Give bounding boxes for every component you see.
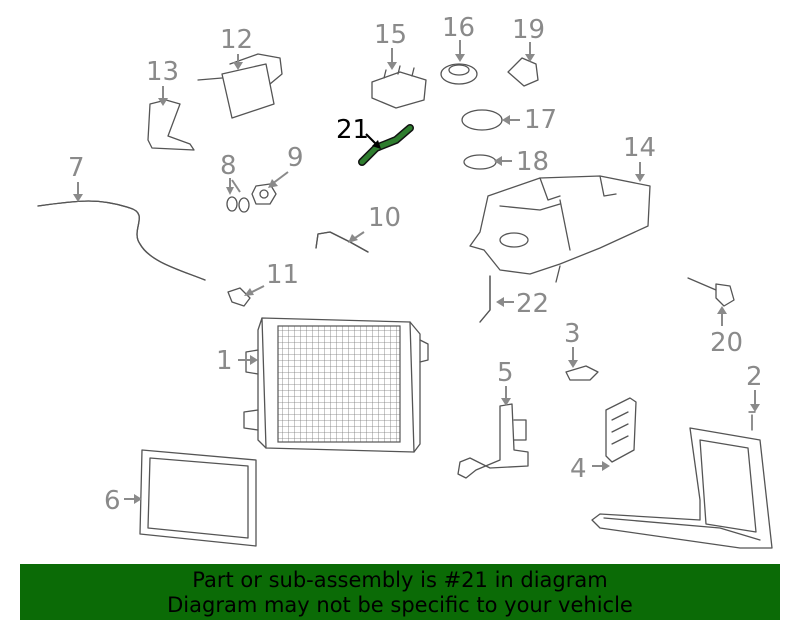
leader-arrows bbox=[73, 40, 760, 504]
part-13-bracket[interactable] bbox=[147, 99, 195, 151]
callout-4[interactable]: 4 bbox=[570, 454, 587, 484]
part-15-cover[interactable] bbox=[371, 65, 427, 109]
callout-5[interactable]: 5 bbox=[497, 358, 514, 388]
part-17-seal[interactable] bbox=[461, 109, 503, 131]
part-20-level-sensor[interactable] bbox=[687, 277, 735, 307]
part-6-seal-frame[interactable] bbox=[139, 449, 257, 547]
part-2-shroud-panel[interactable] bbox=[591, 411, 773, 549]
callout-15[interactable]: 15 bbox=[374, 20, 407, 50]
callout-16[interactable]: 16 bbox=[442, 13, 475, 43]
callout-22[interactable]: 22 bbox=[516, 289, 549, 319]
part-12-control-unit[interactable] bbox=[197, 53, 283, 119]
parts-diagram: 1 2 3 4 5 6 7 8 9 10 11 12 13 14 15 16 1… bbox=[37, 13, 773, 549]
callout-13[interactable]: 13 bbox=[146, 57, 179, 87]
callout-2[interactable]: 2 bbox=[746, 362, 763, 392]
callout-8[interactable]: 8 bbox=[220, 151, 237, 181]
part-16-cap[interactable] bbox=[440, 63, 478, 85]
callout-18[interactable]: 18 bbox=[516, 147, 549, 177]
part-7-hose[interactable] bbox=[37, 200, 206, 281]
part-14-expansion-tank[interactable] bbox=[469, 175, 651, 283]
part-18-seal[interactable] bbox=[463, 154, 497, 170]
callout-17[interactable]: 17 bbox=[524, 105, 557, 135]
callout-9[interactable]: 9 bbox=[287, 143, 304, 173]
callout-11[interactable]: 11 bbox=[266, 260, 299, 290]
info-banner: Part or sub-assembly is #21 in diagram D… bbox=[20, 564, 780, 620]
part-5-bracket[interactable] bbox=[457, 403, 529, 479]
callout-7[interactable]: 7 bbox=[68, 153, 85, 183]
callout-19[interactable]: 19 bbox=[512, 15, 545, 45]
callout-1[interactable]: 1 bbox=[216, 346, 233, 376]
part-21-hose[interactable] bbox=[358, 124, 414, 166]
part-22-hose[interactable] bbox=[479, 275, 491, 323]
banner-line-1: Part or sub-assembly is #21 in diagram bbox=[192, 568, 608, 592]
callout-12[interactable]: 12 bbox=[220, 25, 253, 55]
part-10-hose[interactable] bbox=[315, 231, 369, 253]
callout-14[interactable]: 14 bbox=[623, 133, 656, 163]
part-4-deflector[interactable] bbox=[605, 397, 637, 463]
callout-3[interactable]: 3 bbox=[564, 319, 581, 349]
callout-6[interactable]: 6 bbox=[104, 486, 121, 516]
part-11-sensor[interactable] bbox=[227, 287, 251, 307]
callout-20[interactable]: 20 bbox=[710, 328, 743, 358]
callout-21[interactable]: 21 bbox=[336, 115, 369, 145]
callout-10[interactable]: 10 bbox=[368, 203, 401, 233]
part-1-radiator[interactable] bbox=[243, 317, 429, 453]
part-8-o-rings[interactable] bbox=[226, 196, 250, 213]
banner-line-2: Diagram may not be specific to your vehi… bbox=[167, 593, 633, 617]
part-3-bracket[interactable] bbox=[565, 365, 599, 381]
part-19-valve[interactable] bbox=[507, 57, 539, 87]
callout-labels: 1 2 3 4 5 6 7 8 9 10 11 12 13 14 15 16 1… bbox=[68, 13, 763, 516]
